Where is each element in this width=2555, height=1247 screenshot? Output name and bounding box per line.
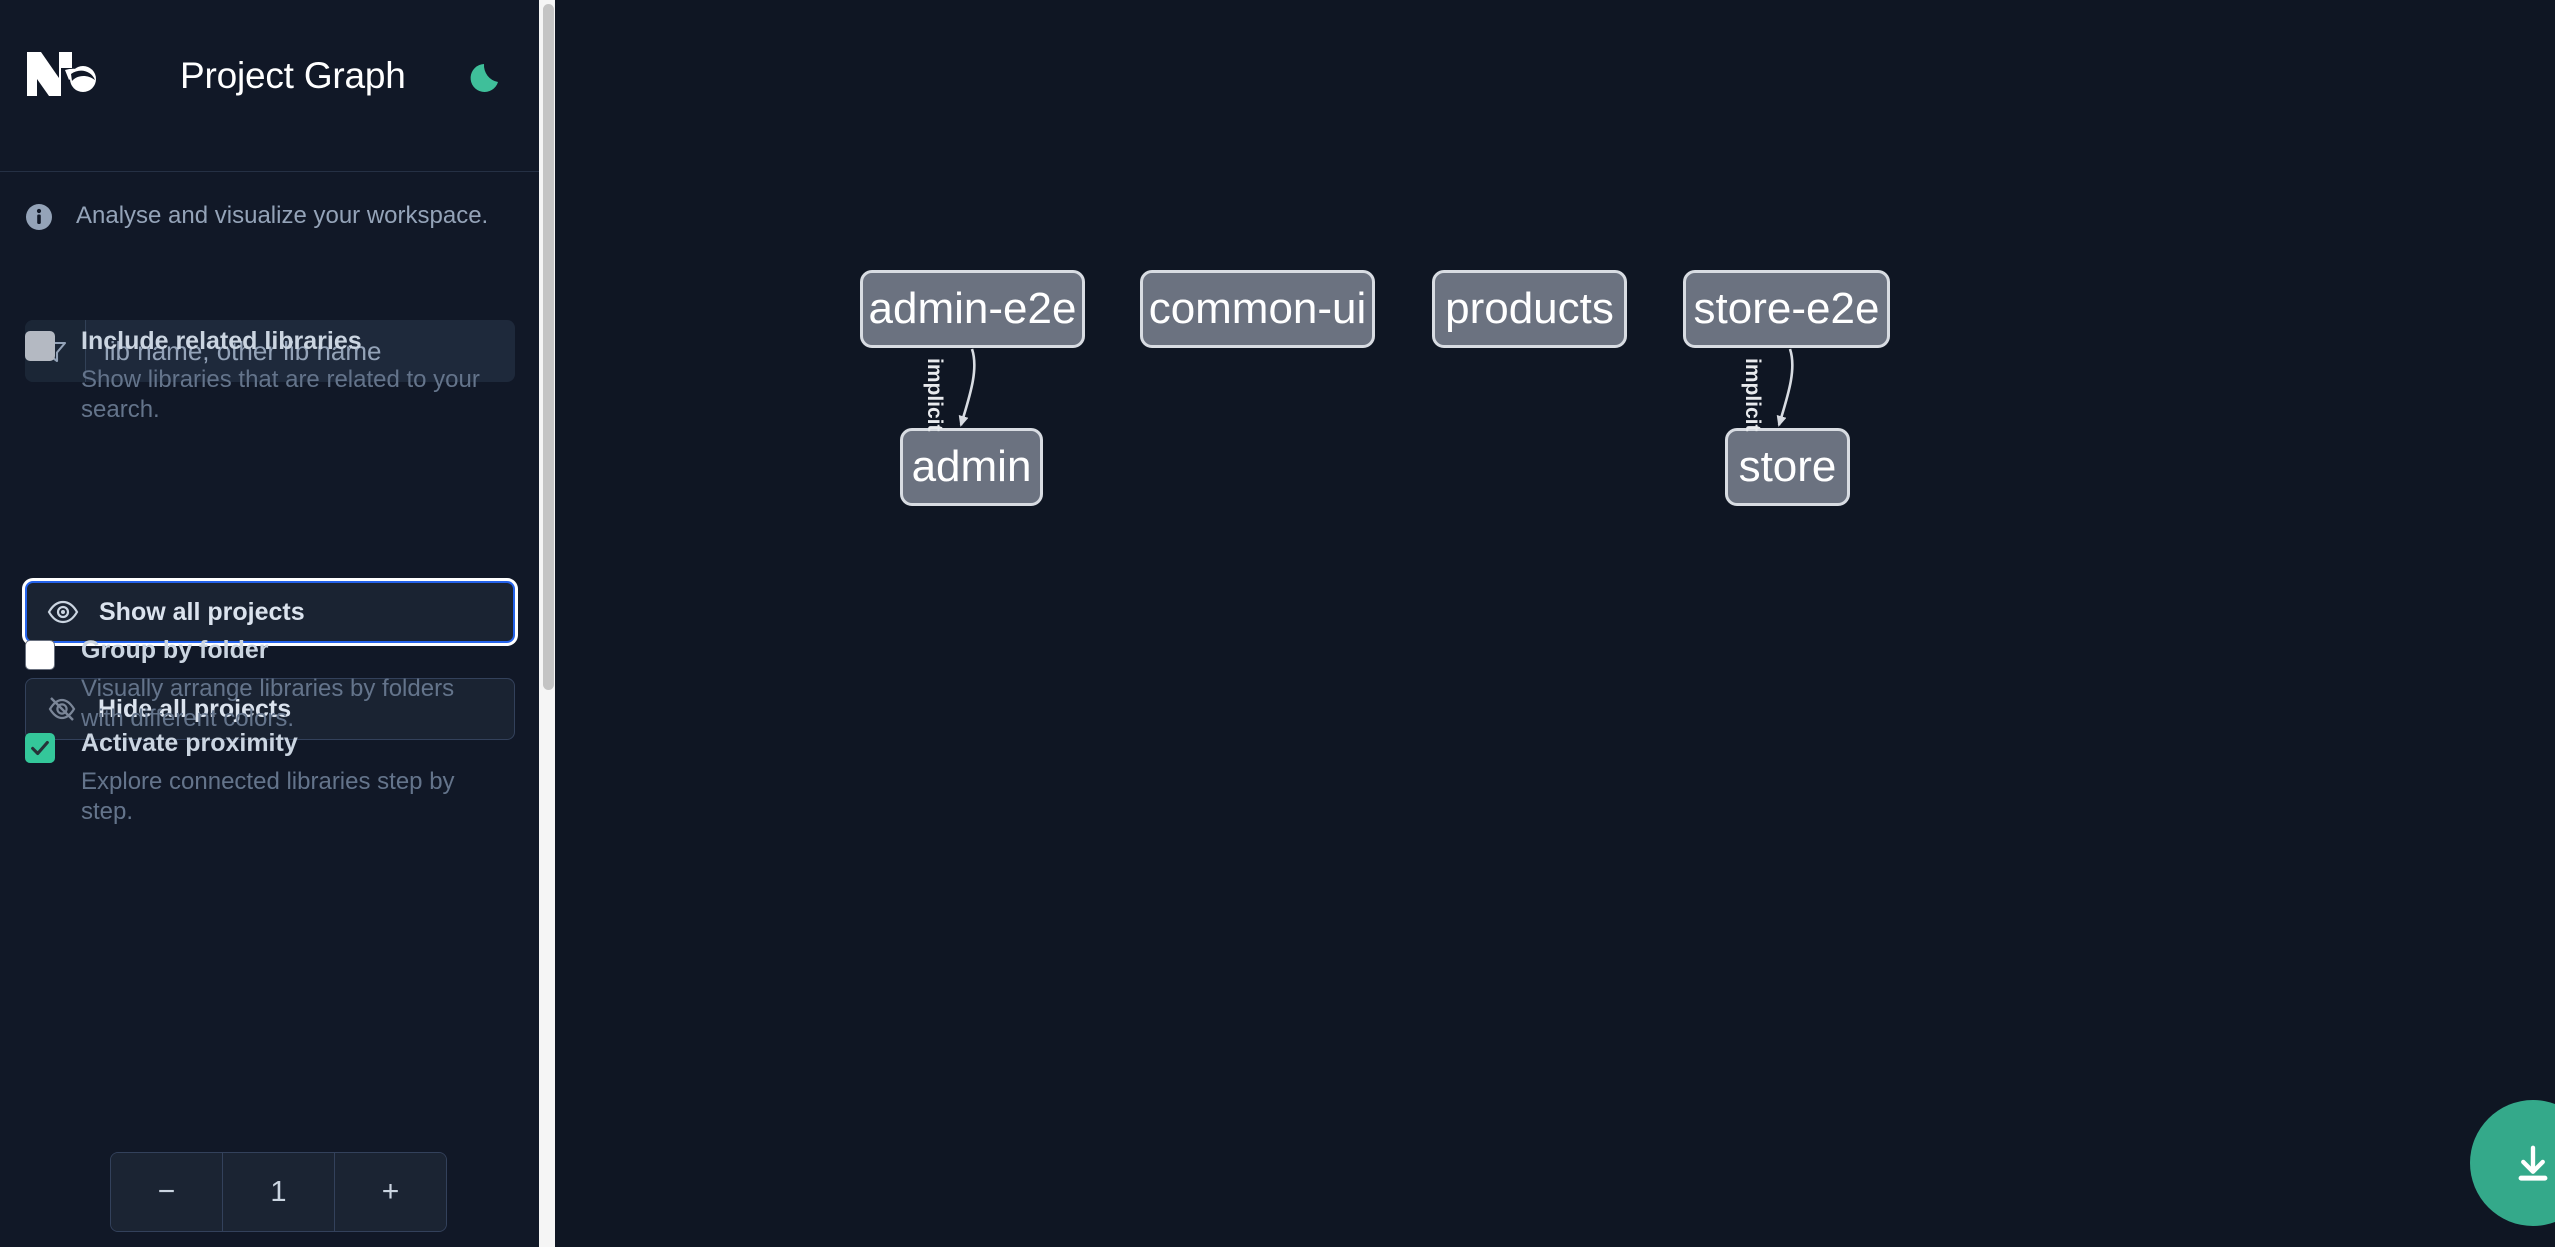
graph-node-label: products bbox=[1445, 284, 1614, 333]
activate-proximity-description: Explore connected libraries step by step… bbox=[81, 768, 455, 825]
eye-icon bbox=[27, 596, 99, 628]
graph-node-store[interactable]: store bbox=[1725, 428, 1850, 506]
sidebar-tagline: Analyse and visualize your workspace. bbox=[0, 195, 539, 243]
search-input[interactable] bbox=[86, 320, 515, 382]
proximity-stepper[interactable]: − 1 + bbox=[110, 1152, 447, 1232]
include-related-libraries-description: Show libraries that are related to your … bbox=[81, 366, 480, 423]
graph-node-store-e2e[interactable]: store-e2e bbox=[1683, 270, 1890, 348]
sidebar-scrollbar-thumb[interactable] bbox=[543, 4, 554, 690]
graph-node-label: store-e2e bbox=[1693, 284, 1880, 333]
group-by-folder-label: Group by folder bbox=[81, 636, 269, 664]
graph-node-admin[interactable]: admin bbox=[900, 428, 1043, 506]
graph-node-admin-e2e[interactable]: admin-e2e bbox=[860, 270, 1085, 348]
sidebar-header: Project Graph bbox=[0, 0, 539, 172]
proximity-value: 1 bbox=[223, 1153, 335, 1231]
group-by-folder-checkbox[interactable] bbox=[25, 640, 55, 670]
group-by-folder-description: Visually arrange libraries by folders wi… bbox=[81, 675, 455, 732]
eye-off-icon bbox=[26, 693, 98, 725]
page-title: Project Graph bbox=[180, 55, 406, 96]
checkmark-icon bbox=[31, 740, 49, 756]
proximity-increment-button[interactable]: + bbox=[335, 1153, 446, 1231]
activate-proximity-label: Activate proximity bbox=[81, 729, 298, 757]
download-icon bbox=[2518, 1145, 2548, 1181]
activate-proximity-checkbox[interactable] bbox=[25, 733, 55, 763]
graph-node-label: store bbox=[1738, 442, 1837, 491]
sidebar: Project Graph Analyse and visualize your… bbox=[0, 0, 555, 1247]
nx-logo bbox=[25, 48, 103, 98]
graph-node-label: admin bbox=[911, 442, 1032, 491]
graph-node-label: admin-e2e bbox=[868, 284, 1077, 333]
edge-store-e2e-store bbox=[1776, 348, 1794, 427]
moon-icon[interactable] bbox=[465, 55, 509, 99]
graph-node-label: common-ui bbox=[1148, 284, 1367, 333]
show-all-projects-label: Show all projects bbox=[99, 597, 305, 626]
search-field[interactable] bbox=[25, 320, 515, 382]
hide-all-projects-label: Hide all projects bbox=[98, 694, 292, 723]
graph-edges bbox=[958, 348, 1794, 427]
graph-canvas[interactable]: admin-e2e common-ui products store-e2e a… bbox=[555, 0, 2555, 1247]
include-related-libraries-label: Include related libraries bbox=[81, 327, 362, 355]
proximity-decrement-button[interactable]: − bbox=[111, 1153, 223, 1231]
edge-admin-e2e-admin bbox=[958, 348, 976, 427]
edge-label-admin-implicit: implicit bbox=[923, 358, 946, 432]
show-all-projects-button[interactable]: Show all projects bbox=[25, 581, 515, 643]
hide-all-projects-button[interactable]: Hide all projects bbox=[25, 678, 515, 740]
edge-label-store-implicit: implicit bbox=[1741, 358, 1764, 432]
sidebar-tagline-text: Analyse and visualize your workspace. bbox=[76, 202, 489, 229]
info-icon bbox=[24, 202, 54, 232]
include-related-libraries-checkbox[interactable] bbox=[25, 331, 55, 361]
graph-node-products[interactable]: products bbox=[1432, 270, 1627, 348]
graph-node-common-ui[interactable]: common-ui bbox=[1140, 270, 1375, 348]
